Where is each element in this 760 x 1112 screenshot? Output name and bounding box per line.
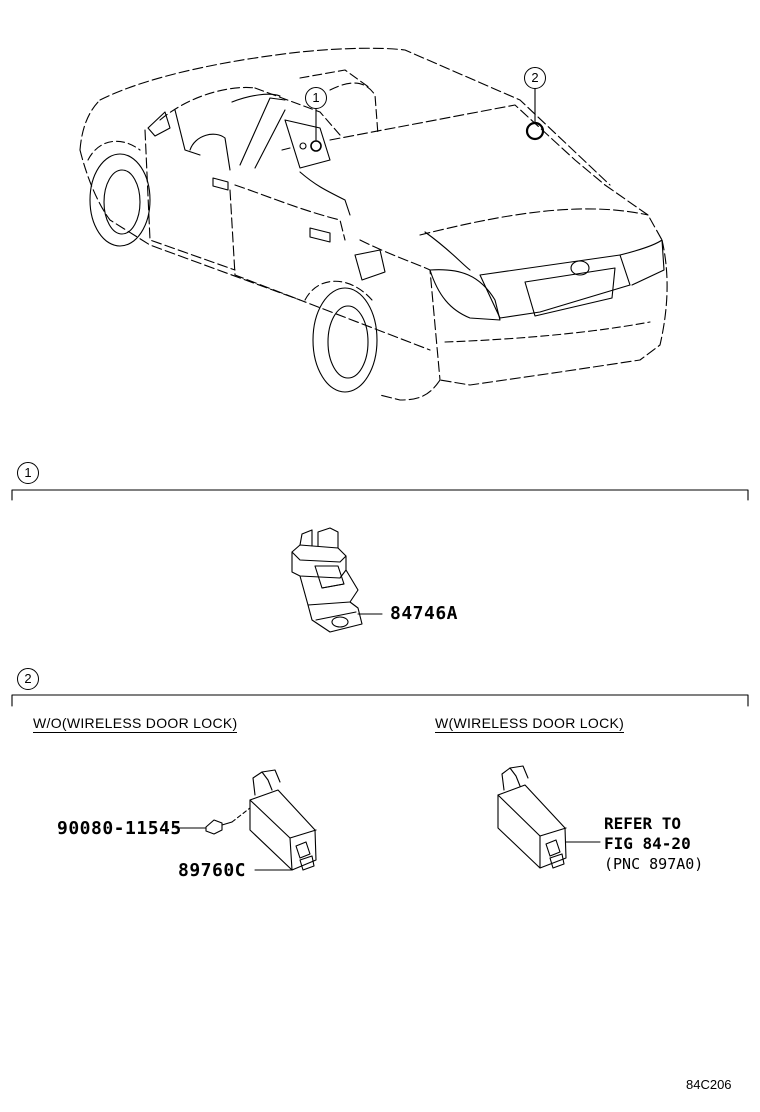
- module-left-illustration: [175, 769, 317, 871]
- refer-line-2: FIG 84-20: [604, 834, 691, 853]
- module-right-illustration: [497, 765, 601, 869]
- callout-1-marker: 1: [305, 87, 327, 109]
- module-part-number: 89760C: [178, 860, 247, 881]
- refer-line-1: REFER TO: [604, 814, 682, 833]
- refer-note: REFER TO FIG 84-20 (PNC 897A0): [604, 814, 703, 874]
- refer-line-3: (PNC 897A0): [604, 855, 704, 873]
- figure-code: 84C206: [686, 1077, 732, 1092]
- section-1-marker: 1: [17, 462, 39, 484]
- section-2-marker: 2: [17, 668, 39, 690]
- section-2-rule: [11, 694, 749, 707]
- car-illustration: [79, 47, 668, 401]
- bolt-part-number: 90080-11545: [57, 818, 182, 839]
- callout-2-marker: 2: [524, 67, 546, 89]
- section-1-rule: [11, 489, 749, 501]
- left-variant-heading: W/O(WIRELESS DOOR LOCK): [33, 715, 238, 733]
- switch-illustration: [291, 527, 383, 633]
- right-variant-heading: W(WIRELESS DOOR LOCK): [435, 715, 625, 733]
- part-number-84746a: 84746A: [390, 603, 459, 624]
